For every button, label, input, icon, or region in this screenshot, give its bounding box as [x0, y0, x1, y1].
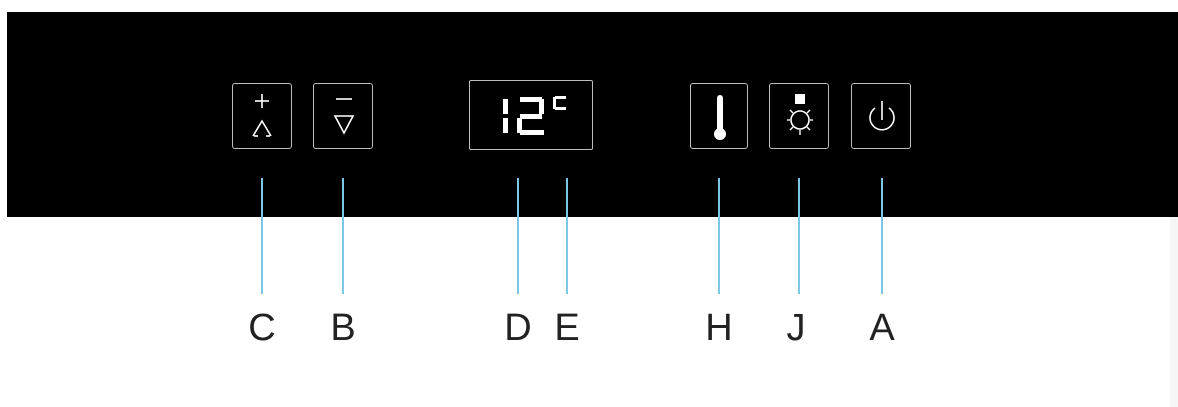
- callout-h: H: [705, 307, 733, 349]
- leader-line-a: [881, 178, 883, 294]
- callout-a: A: [869, 307, 895, 349]
- plus-triangle-up-icon: [252, 94, 272, 137]
- light-bulb-icon: [787, 94, 813, 135]
- temperature-display: 12 C: [469, 80, 593, 150]
- seven-segment-readout: [503, 96, 566, 135]
- leader-line-h: [718, 178, 720, 294]
- temperature-button[interactable]: [690, 83, 748, 149]
- callout-j: J: [786, 307, 806, 349]
- callout-d: D: [504, 307, 532, 349]
- callout-c: C: [248, 307, 276, 349]
- decrease-button[interactable]: [313, 83, 373, 149]
- leader-line-c: [261, 178, 263, 294]
- thermometer-icon: [714, 95, 726, 140]
- segment-unit-c: [553, 96, 566, 110]
- minus-triangle-down-icon: [333, 98, 355, 135]
- leader-line-d: [517, 178, 519, 294]
- callout-e: E: [554, 307, 580, 349]
- leader-line-b: [342, 178, 344, 294]
- callout-b: B: [330, 307, 356, 349]
- light-button[interactable]: [769, 83, 829, 149]
- segment-digit-1: [503, 99, 508, 133]
- leader-line-j: [798, 178, 800, 294]
- power-button[interactable]: [851, 83, 911, 149]
- increase-button[interactable]: [232, 83, 292, 149]
- power-icon: [869, 101, 895, 131]
- segment-digit-2: [517, 97, 544, 135]
- leader-line-e: [566, 178, 568, 294]
